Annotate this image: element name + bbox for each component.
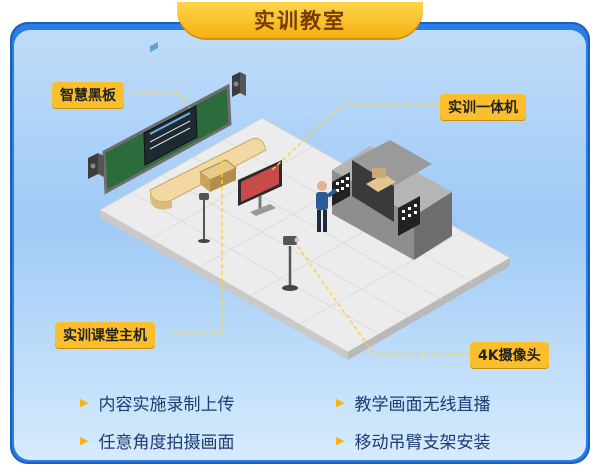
feature-text: 教学画面无线直播 [354,395,491,415]
page-title: 实训教室 [177,2,423,38]
feature-item: ▶ 任意角度拍摄画面 [80,428,234,453]
label-camera: 4K摄像头 [470,342,549,368]
smart-blackboard [102,41,232,195]
label-host: 实训课堂主机 [55,322,155,348]
floor-edge-left [100,210,348,360]
bullet-arrow-icon: ▶ [336,434,345,447]
all-in-one-screen [238,160,282,216]
camera-stand-center [282,236,300,291]
feature-text: 移动吊臂支架安装 [354,433,491,453]
feature-item: ▶ 移动吊臂支架安装 [336,428,490,453]
teacher-desk [149,137,267,210]
operator-person [316,181,338,232]
bullet-arrow-icon: ▶ [80,396,89,409]
feature-text: 内容实施录制上传 [98,395,235,415]
label-blackboard: 智慧黑板 [52,82,124,108]
cnc-training-machine [332,140,452,260]
speaker-left [88,153,104,179]
leader-lines [134,92,470,355]
bullet-arrow-icon: ▶ [80,434,89,447]
bullet-arrow-icon: ▶ [336,396,345,409]
label-all-in-one: 实训一体机 [440,94,526,120]
floor-edge-right [348,258,510,360]
feature-text: 任意角度拍摄画面 [98,433,235,453]
feature-list: ▶ 内容实施录制上传 ▶ 教学画面无线直播 ▶ 任意角度拍摄画面 ▶ 移动吊臂支… [0,384,600,464]
speaker-right [232,72,246,97]
camera-stand-left [198,193,210,243]
feature-item: ▶ 内容实施录制上传 [80,390,234,415]
feature-item: ▶ 教学画面无线直播 [336,390,490,415]
